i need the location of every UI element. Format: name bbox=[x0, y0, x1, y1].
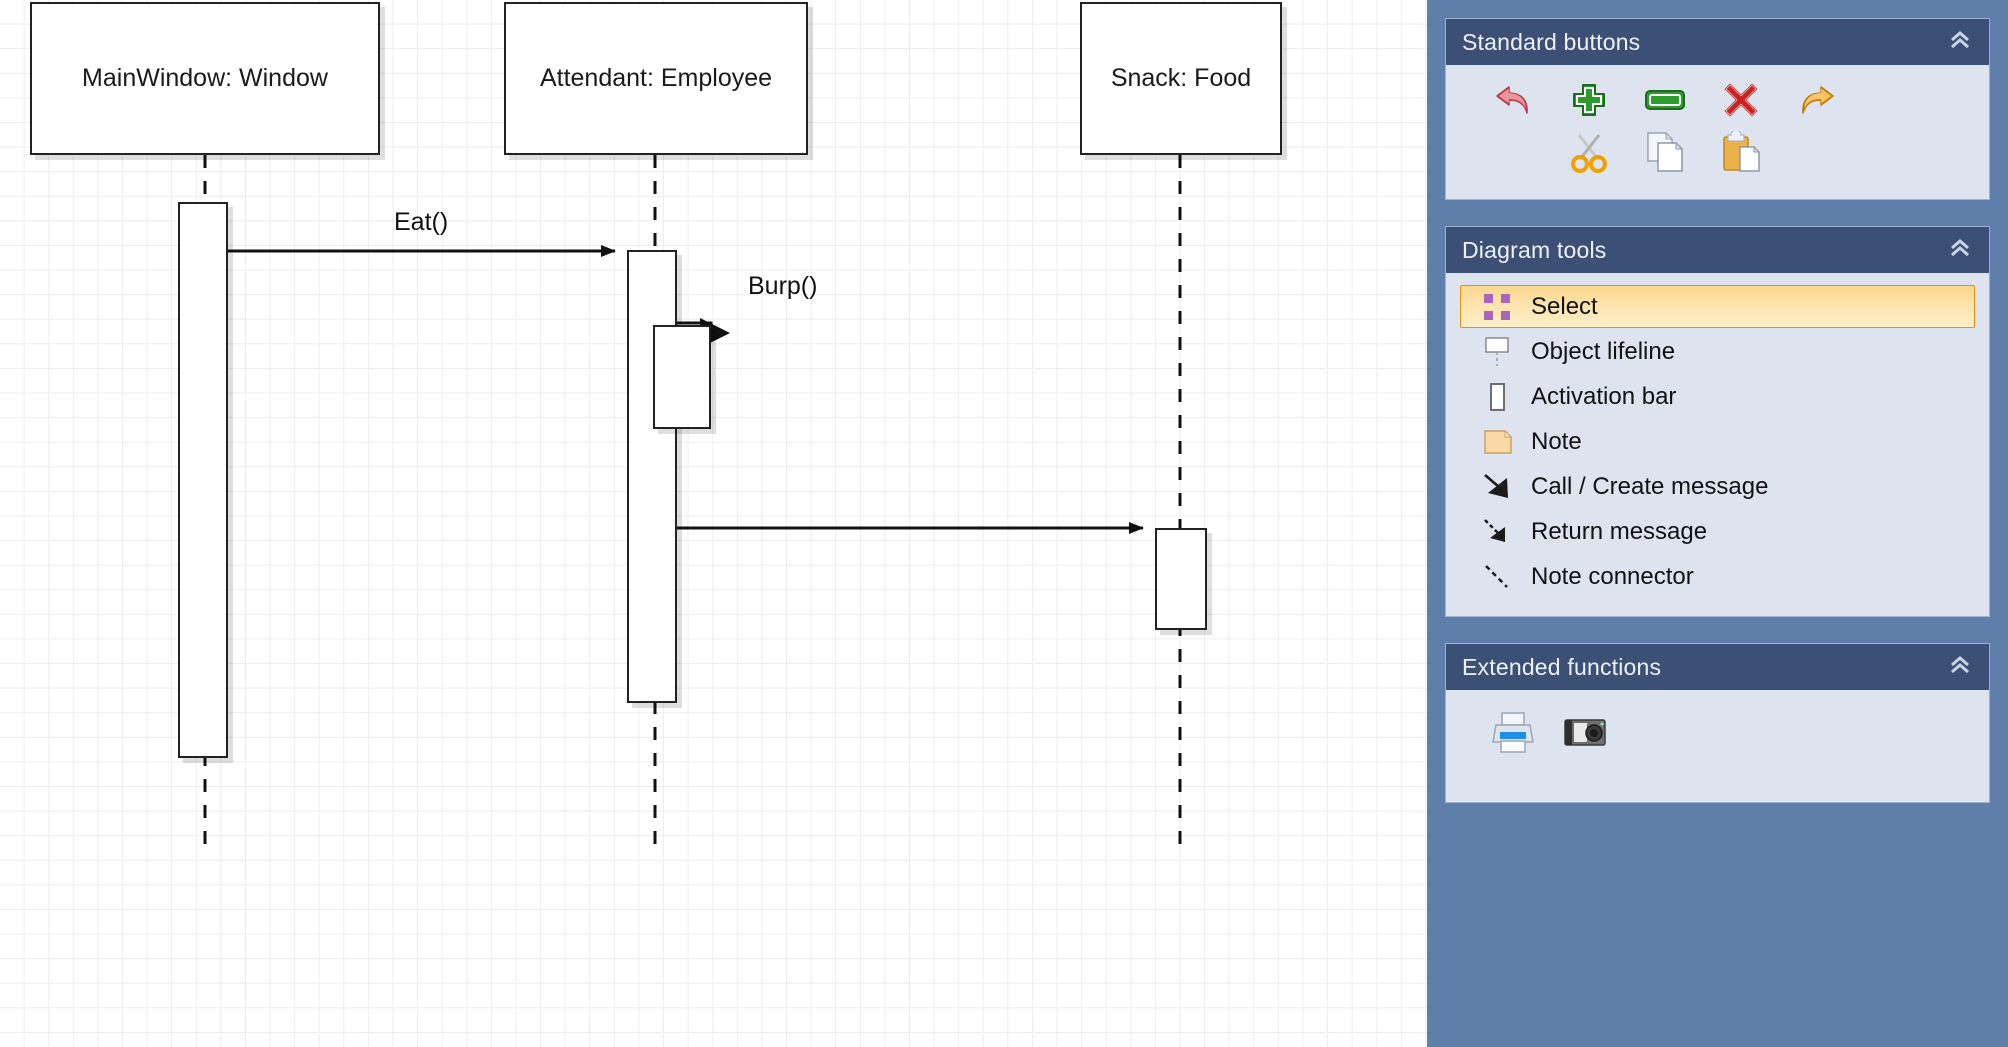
activation-bar-mainwindow[interactable] bbox=[178, 202, 228, 758]
remove-icon[interactable] bbox=[1642, 77, 1688, 123]
standard-buttons-row-2 bbox=[1460, 129, 1975, 175]
chevron-up-icon[interactable] bbox=[1947, 654, 1973, 680]
tool-item-call-message[interactable]: Call / Create message bbox=[1460, 465, 1975, 508]
panel-body-diagram-tools: Select Object lifeline bbox=[1446, 273, 1989, 616]
panel-header-diagram-tools[interactable]: Diagram tools bbox=[1446, 227, 1989, 273]
panel-title: Diagram tools bbox=[1462, 236, 1607, 263]
tool-item-label: Object lifeline bbox=[1531, 337, 1676, 365]
chevron-up-icon[interactable] bbox=[1947, 237, 1973, 263]
tool-item-label: Return message bbox=[1531, 517, 1708, 545]
object-box-mainwindow[interactable]: MainWindow: Window bbox=[30, 2, 380, 155]
note-icon bbox=[1479, 425, 1517, 459]
panel-extended-functions: Extended functions bbox=[1445, 643, 1990, 803]
message-label-burp[interactable]: Burp() bbox=[748, 272, 818, 300]
tool-item-select[interactable]: Select bbox=[1460, 285, 1975, 328]
tool-item-label: Select bbox=[1531, 292, 1598, 320]
tool-item-note-connector[interactable]: Note connector bbox=[1460, 555, 1975, 598]
object-box-label: MainWindow: Window bbox=[82, 64, 328, 92]
copy-icon[interactable] bbox=[1642, 129, 1688, 175]
chevron-up-icon[interactable] bbox=[1947, 29, 1973, 55]
activation-bar-snack[interactable] bbox=[1155, 528, 1207, 630]
select-handles-icon bbox=[1479, 290, 1517, 324]
panel-body-extended-functions bbox=[1446, 690, 1989, 802]
tool-item-label: Activation bar bbox=[1531, 382, 1677, 410]
print-icon[interactable] bbox=[1490, 709, 1536, 755]
paste-icon[interactable] bbox=[1718, 129, 1764, 175]
delete-icon[interactable] bbox=[1718, 77, 1764, 123]
panel-header-extended-functions[interactable]: Extended functions bbox=[1446, 644, 1989, 690]
return-message-icon bbox=[1479, 515, 1517, 549]
tool-item-note[interactable]: Note bbox=[1460, 420, 1975, 463]
activation-bar-attendant-nested[interactable] bbox=[653, 325, 711, 429]
tool-item-label: Call / Create message bbox=[1531, 472, 1769, 500]
call-message-icon bbox=[1479, 470, 1517, 504]
panel-title: Standard buttons bbox=[1462, 28, 1641, 55]
camera-icon[interactable] bbox=[1562, 709, 1608, 755]
add-icon[interactable] bbox=[1566, 77, 1612, 123]
activation-bar-icon bbox=[1479, 380, 1517, 414]
note-connector-icon bbox=[1479, 560, 1517, 594]
panel-title: Extended functions bbox=[1462, 653, 1662, 680]
activation-bar-attendant[interactable] bbox=[627, 250, 677, 703]
tool-item-return-message[interactable]: Return message bbox=[1460, 510, 1975, 553]
object-lifeline-icon bbox=[1479, 335, 1517, 369]
object-box-label: Attendant: Employee bbox=[539, 64, 773, 92]
object-box-attendant[interactable]: Attendant: Employee bbox=[504, 2, 808, 155]
tool-item-activation-bar[interactable]: Activation bar bbox=[1460, 375, 1975, 418]
tool-item-label: Note connector bbox=[1531, 562, 1694, 590]
object-box-snack[interactable]: Snack: Food bbox=[1080, 2, 1282, 155]
panel-body-standard-buttons bbox=[1446, 65, 1989, 199]
message-label-eat[interactable]: Eat() bbox=[394, 208, 449, 236]
tool-sidebar: Standard buttons bbox=[1427, 0, 2008, 1047]
panel-diagram-tools: Diagram tools bbox=[1445, 226, 1990, 617]
redo-icon[interactable] bbox=[1794, 77, 1840, 123]
panel-standard-buttons: Standard buttons bbox=[1445, 18, 1990, 200]
object-box-label: Snack: Food bbox=[1110, 64, 1252, 92]
cut-icon[interactable] bbox=[1566, 129, 1612, 175]
standard-buttons-row-1 bbox=[1460, 77, 1975, 123]
extended-functions-row bbox=[1460, 702, 1975, 762]
diagram-tool-list: Select Object lifeline bbox=[1460, 285, 1975, 598]
panel-header-standard-buttons[interactable]: Standard buttons bbox=[1446, 19, 1989, 65]
lifelines bbox=[203, 155, 1182, 845]
tool-item-object-lifeline[interactable]: Object lifeline bbox=[1460, 330, 1975, 373]
sequence-diagram-canvas[interactable]: MainWindow: Window Attendant: Employee S… bbox=[0, 0, 1427, 1047]
undo-icon[interactable] bbox=[1490, 77, 1536, 123]
tool-item-label: Note bbox=[1531, 427, 1582, 455]
